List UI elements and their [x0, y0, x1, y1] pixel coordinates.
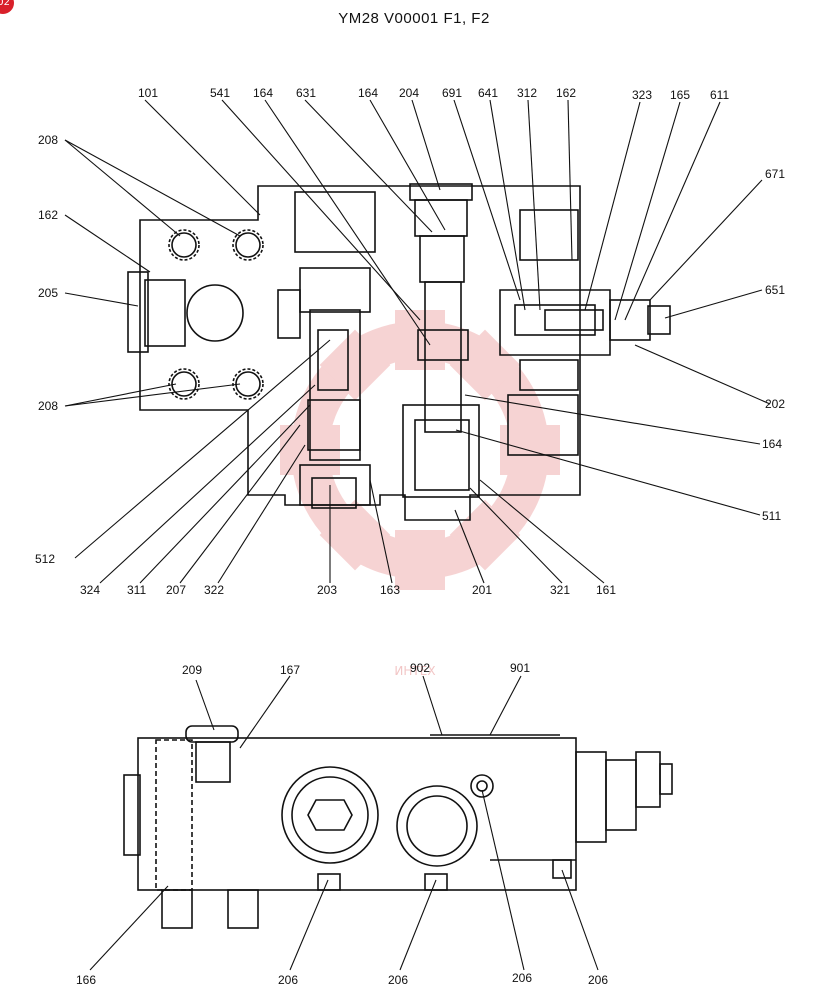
label-165: 165 [670, 88, 690, 102]
label-203: 203 [317, 583, 337, 597]
label-206: 206 [278, 973, 298, 987]
label-206: 206 [512, 971, 532, 985]
page-badge: 02 [0, 0, 14, 14]
label-311: 311 [127, 583, 146, 597]
label-323: 323 [632, 88, 652, 102]
label-324: 324 [80, 583, 100, 597]
label-162: 162 [38, 208, 58, 222]
label-164: 164 [762, 437, 782, 451]
label-161: 161 [596, 583, 616, 597]
top-view-leaders [64, 99, 771, 584]
label-671: 671 [765, 167, 785, 181]
label-611: 611 [710, 88, 729, 102]
bottom-view-labels: 209 167 902 901 166 206 206 206 206 [76, 661, 608, 987]
label-321: 321 [550, 583, 570, 597]
label-164: 164 [253, 86, 273, 100]
label-691: 691 [442, 86, 462, 100]
label-901: 901 [510, 661, 530, 675]
label-641: 641 [478, 86, 498, 100]
label-162: 162 [556, 86, 576, 100]
bottom-view [123, 725, 673, 929]
label-101: 101 [138, 86, 158, 100]
label-541: 541 [210, 86, 230, 100]
label-163: 163 [380, 583, 400, 597]
label-202: 202 [765, 397, 785, 411]
diagram-title: YM28 V00001 F1, F2 [338, 10, 490, 27]
label-206: 206 [388, 973, 408, 987]
watermark-text: ИНТЕХ [394, 664, 435, 678]
label-902: 902 [410, 661, 430, 675]
label-208: 208 [38, 133, 58, 147]
label-631: 631 [296, 86, 316, 100]
label-164: 164 [358, 86, 378, 100]
label-167: 167 [280, 663, 300, 677]
label-205: 205 [38, 286, 58, 300]
label-312: 312 [517, 86, 537, 100]
label-208: 208 [38, 399, 58, 413]
bottom-view-leaders [89, 675, 599, 971]
label-206: 206 [588, 973, 608, 987]
label-651: 651 [765, 283, 785, 297]
top-view-labels: 101 541 164 631 164 204 691 641 312 162 … [35, 86, 785, 597]
label-201: 201 [472, 583, 492, 597]
label-322: 322 [204, 583, 224, 597]
label-166: 166 [76, 973, 96, 987]
label-209: 209 [182, 663, 202, 677]
label-511: 511 [762, 509, 781, 523]
label-204: 204 [399, 86, 419, 100]
label-512: 512 [35, 552, 55, 566]
label-207: 207 [166, 583, 186, 597]
